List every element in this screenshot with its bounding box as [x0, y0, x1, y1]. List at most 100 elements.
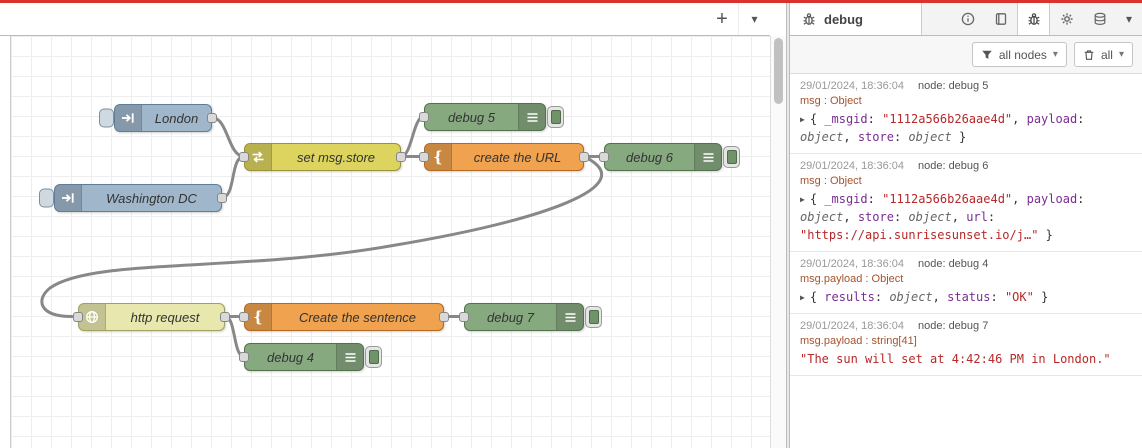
canvas-scrollbar-thumb[interactable] [774, 38, 783, 104]
port-in[interactable] [419, 152, 429, 162]
inject-button[interactable] [99, 108, 114, 128]
debug-body-segment: } [1038, 228, 1053, 242]
debug-timestamp: 29/01/2024, 18:36:04 [800, 320, 904, 332]
node-function-create-url[interactable]: { create the URL [419, 143, 589, 171]
change-icon [245, 144, 272, 170]
debug-source-node: node: debug 4 [917, 258, 989, 270]
debug-body-segment: } [1033, 290, 1049, 304]
tab-config-gear-icon[interactable] [1050, 3, 1083, 35]
bug-icon [803, 13, 815, 25]
debug-body-segment: store [857, 210, 894, 224]
debug-body-segment: { [809, 112, 825, 126]
port-out[interactable] [396, 152, 406, 162]
globe-icon [79, 304, 106, 330]
tab-debug-icon[interactable] [1017, 3, 1050, 35]
debug-message-meta: 29/01/2024, 18:36:04 node: debug 4 [800, 258, 1132, 270]
sidebar-splitter[interactable] [786, 3, 790, 448]
node-change-set-store[interactable]: set msg.store [239, 143, 406, 171]
sidebar: debug ▾ all nodes ▾ [790, 3, 1142, 448]
sidebar-tab-menu-caret[interactable]: ▾ [1125, 12, 1133, 26]
node-inject-washington[interactable]: Washington DC [39, 184, 227, 212]
tab-context-db-icon[interactable] [1083, 3, 1116, 35]
add-flow-button[interactable]: + [716, 7, 728, 30]
node-label: http request [130, 309, 200, 325]
node-label: create the URL [473, 149, 562, 165]
node-debug-7[interactable]: debug 7 [459, 303, 602, 331]
debug-toggle-button[interactable] [365, 346, 382, 368]
debug-body-segment: } [951, 130, 967, 144]
debug-property: msg.payload : string[41] [800, 335, 917, 347]
json-expand-caret[interactable]: ▶ [800, 115, 805, 124]
node-label: debug 5 [448, 109, 495, 125]
tab-debug[interactable]: debug [790, 3, 922, 35]
debug-body-segment: , [843, 130, 858, 144]
node-debug-6[interactable]: debug 6 [599, 143, 740, 171]
port-out[interactable] [207, 113, 217, 123]
port-out[interactable] [220, 312, 230, 322]
debug-body-segment: , [1012, 112, 1027, 126]
debug-message: 29/01/2024, 18:36:04 node: debug 5 msg : O… [790, 74, 1142, 154]
filter-nodes-button[interactable]: all nodes ▾ [971, 42, 1067, 67]
debug-body: ▶{ results: object, status: "OK" } [800, 288, 1132, 306]
debug-property: msg : Object [800, 95, 862, 107]
debug-body-segment: "The sun will set at 4:42:46 PM in Londo… [800, 352, 1111, 366]
debug-body-segment: "1112a566b26aae4d" [882, 192, 1013, 206]
debug-source-node: node: debug 6 [917, 160, 989, 172]
debug-property: msg.payload : Object [800, 273, 904, 285]
port-in[interactable] [599, 152, 609, 162]
debug-body-segment: : [874, 290, 890, 304]
debug-body-segment: : [1077, 192, 1085, 206]
tab-debug-label: debug [824, 11, 863, 27]
debug-body-segment: store [857, 130, 894, 144]
debug-body-segment: object [800, 130, 844, 144]
port-in[interactable] [459, 312, 469, 322]
canvas-scrollbar [770, 36, 786, 448]
clear-messages-button[interactable]: all ▾ [1073, 42, 1133, 67]
debug-toggle-button[interactable] [585, 306, 602, 328]
node-inject-london[interactable]: London [99, 104, 217, 132]
flow-list-caret[interactable]: ▾ [738, 3, 770, 35]
debug-body-segment: : [990, 290, 1005, 304]
debug-icon [518, 104, 545, 130]
function-icon: { [425, 144, 452, 170]
debug-toggle-button[interactable] [723, 146, 740, 168]
debug-body-segment: payload [1026, 112, 1078, 126]
json-expand-caret[interactable]: ▶ [800, 195, 805, 204]
port-out[interactable] [439, 312, 449, 322]
tab-help-icon[interactable] [984, 3, 1017, 35]
port-in[interactable] [239, 312, 249, 322]
debug-timestamp: 29/01/2024, 18:36:04 [800, 80, 904, 92]
node-function-create-sentence[interactable]: { Create the sentence [239, 303, 449, 331]
port-in[interactable] [419, 112, 429, 122]
debug-toggle-button[interactable] [547, 106, 564, 128]
port-out[interactable] [579, 152, 589, 162]
debug-body-segment: , [951, 210, 967, 224]
debug-property: msg : Object [800, 175, 862, 187]
debug-message: 29/01/2024, 18:36:04 node: debug 4 msg.pay… [790, 252, 1142, 314]
debug-body-segment: , [1012, 192, 1027, 206]
debug-toggle-indicator [550, 110, 561, 124]
node-debug-4[interactable]: debug 4 [239, 343, 382, 371]
debug-body-segment: { [809, 290, 825, 304]
port-in[interactable] [73, 312, 83, 322]
inject-button[interactable] [39, 188, 54, 208]
debug-body-segment: "1112a566b26aae4d" [882, 112, 1013, 126]
node-http-request[interactable]: http request [73, 303, 230, 331]
flow-canvas[interactable]: London Washington DC set msg.store { cre… [0, 36, 770, 448]
port-out[interactable] [217, 193, 227, 203]
node-debug-5[interactable]: debug 5 [419, 103, 564, 131]
debug-toggle-indicator [588, 310, 599, 324]
port-in[interactable] [239, 352, 249, 362]
debug-filter-row: all nodes ▾ all ▾ [790, 36, 1142, 74]
debug-body-segment: : [893, 210, 909, 224]
tab-info-icon[interactable] [951, 3, 984, 35]
debug-toggle-indicator [368, 350, 379, 364]
chevron-down-icon: ▾ [1052, 49, 1058, 60]
sidebar-mini-tabs: ▾ [922, 3, 1142, 35]
port-in[interactable] [239, 152, 249, 162]
debug-source-node: node: debug 5 [917, 80, 989, 92]
debug-body-segment: , [843, 210, 858, 224]
json-expand-caret[interactable]: ▶ [800, 293, 805, 302]
debug-timestamp: 29/01/2024, 18:36:04 [800, 258, 904, 270]
